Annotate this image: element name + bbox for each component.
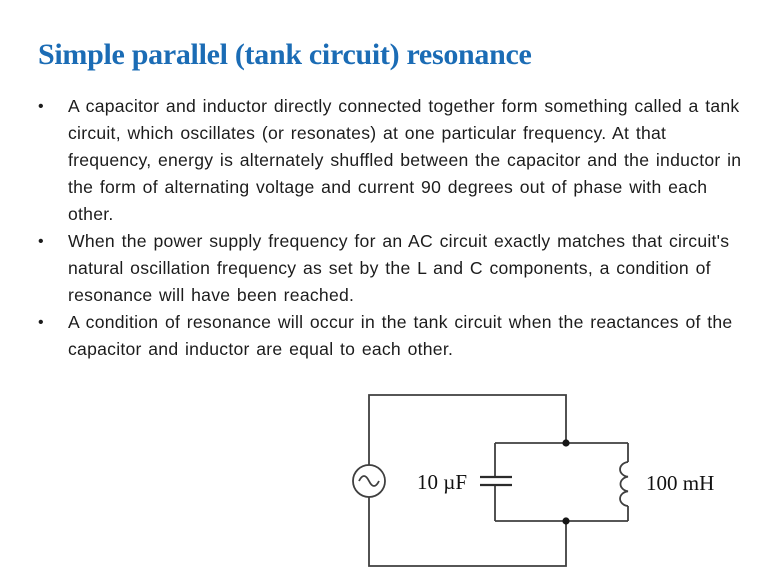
inductor-value-label: 100 mH: [646, 471, 714, 495]
bullet-text: A condition of resonance will occur in t…: [68, 312, 733, 359]
bullet-text: When the power supply frequency for an A…: [68, 231, 730, 305]
bullet-marker: •: [38, 314, 44, 331]
bullet-marker: •: [38, 98, 44, 115]
bullet-list: • A capacitor and inductor directly conn…: [38, 93, 750, 363]
page-title: Simple parallel (tank circuit) resonance: [38, 38, 532, 71]
tank-circuit-diagram: 10 µF 100 mH: [352, 394, 714, 567]
capacitor-value-label: 10 µF: [417, 470, 467, 494]
inductor-coil-symbol: [619, 461, 629, 507]
ac-source-icon: [352, 464, 386, 498]
bullet-marker: •: [38, 233, 44, 250]
outer-loop-wire: [368, 394, 567, 567]
capacitor-symbol: [480, 475, 512, 487]
list-item: • A condition of resonance will occur in…: [38, 309, 750, 363]
list-item: • A capacitor and inductor directly conn…: [38, 93, 750, 228]
bullet-text: A capacitor and inductor directly connec…: [68, 96, 742, 224]
list-item: • When the power supply frequency for an…: [38, 228, 750, 309]
sine-wave-icon: [358, 475, 380, 487]
junction-dot-top: [562, 439, 570, 447]
junction-dot-bottom: [562, 517, 570, 525]
